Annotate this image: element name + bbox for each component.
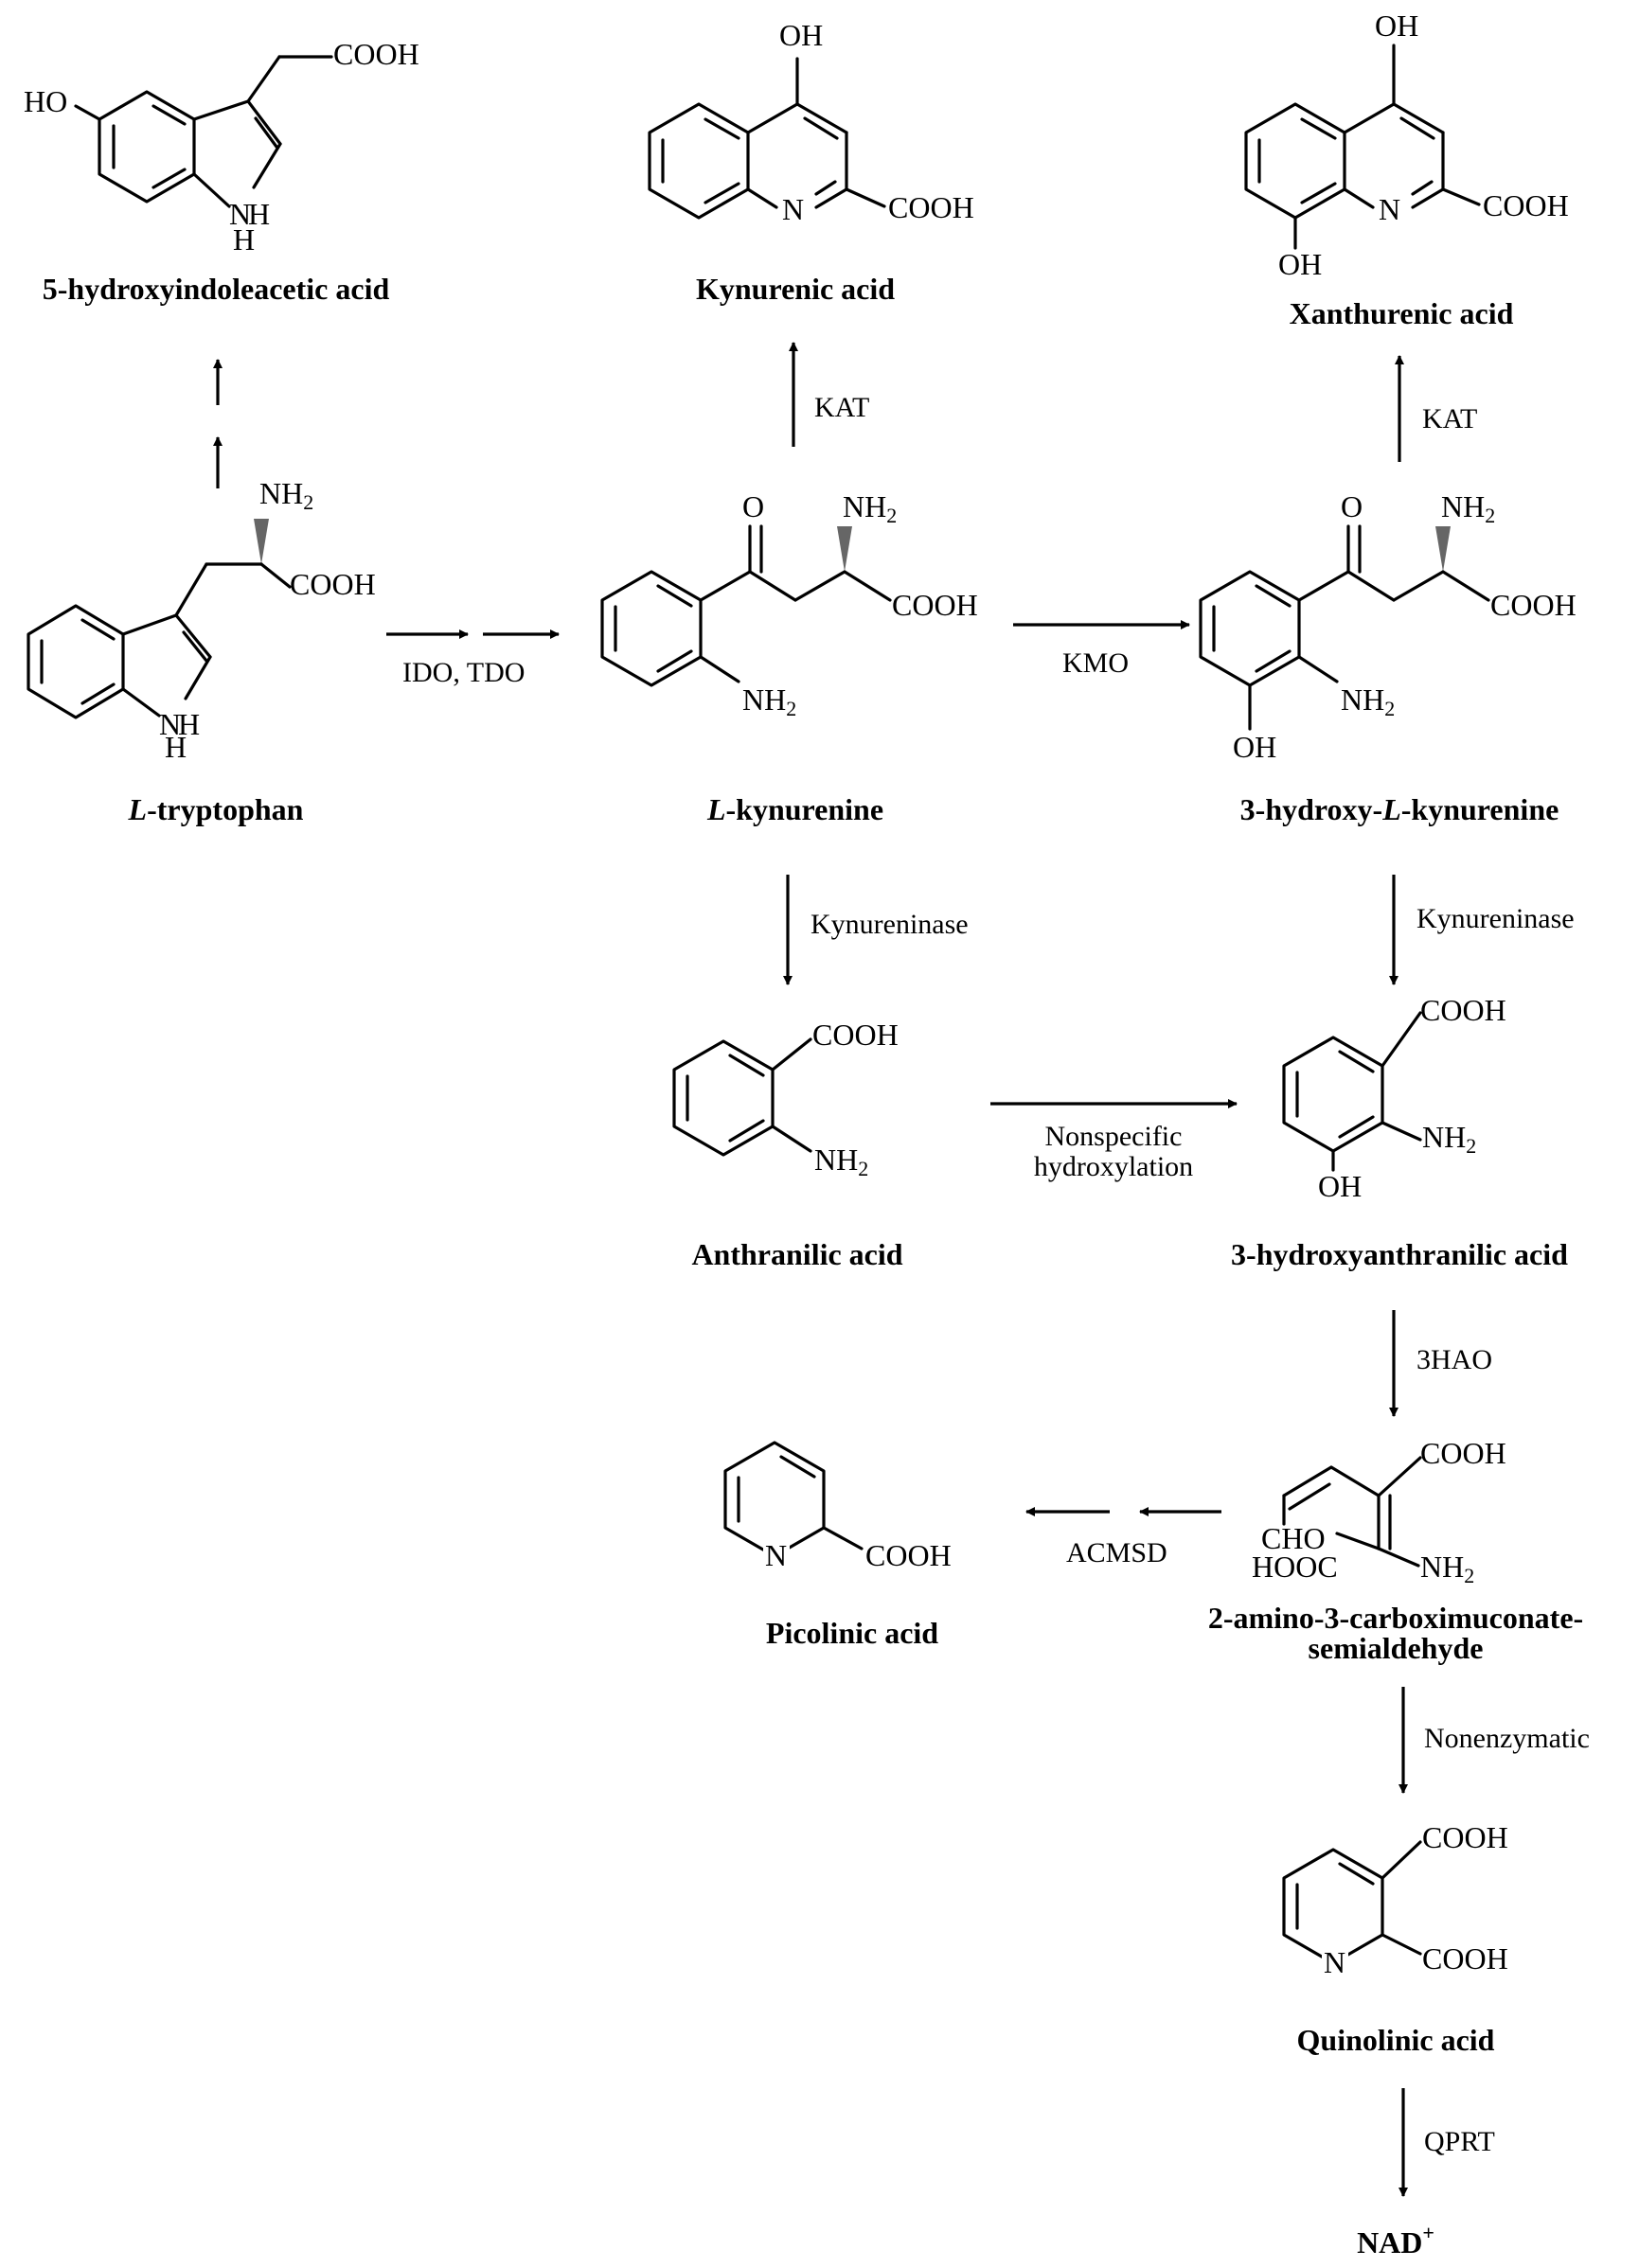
nad-name: NAD+ xyxy=(1357,2221,1434,2259)
xa-cooh-label: COOH xyxy=(1483,188,1569,222)
hiaa-cooh-label: COOH xyxy=(333,37,419,71)
picolinic-name: Picolinic acid xyxy=(766,1616,938,1650)
hiaa-h-label: H xyxy=(248,197,270,231)
trp-h-label: H xyxy=(178,707,200,741)
anthranilic-structure: COOH NH2 xyxy=(672,1018,899,1180)
acms-name-line2: semialdehyde xyxy=(1309,1631,1484,1665)
xa-oh-bottom-label: OH xyxy=(1278,247,1322,281)
acms-structure: COOH CHO HOOC NH2 xyxy=(1252,1436,1506,1587)
hydroxyanthranilic-structure: COOH NH2 OH xyxy=(1282,993,1506,1203)
tryptophan-structure: NH2 COOH N H H xyxy=(27,476,376,764)
kyna-oh-label: OH xyxy=(779,18,823,52)
enzyme-kat-left: KAT xyxy=(814,392,869,423)
picolinic-structure: N COOH xyxy=(723,1441,952,1572)
quinolinic-name: Quinolinic acid xyxy=(1297,2023,1495,2057)
enzyme-kynureninase-right: Kynureninase xyxy=(1416,903,1575,934)
acms-nh2-label: NH2 xyxy=(1420,1550,1474,1587)
kyna-cooh-label: COOH xyxy=(888,190,974,224)
enzyme-nonspecific-2: hydroxylation xyxy=(1034,1151,1193,1182)
haa-cooh-label: COOH xyxy=(1420,993,1506,1027)
trp-nh2-label: NH2 xyxy=(259,476,313,514)
tryptophan-name: L-tryptophan xyxy=(128,792,304,826)
enzyme-nonenzymatic: Nonenzymatic xyxy=(1424,1723,1590,1754)
kynurenic-structure: OH N COOH xyxy=(648,18,974,226)
trp-cooh-label: COOH xyxy=(290,567,376,601)
trp-h2-label: H xyxy=(165,730,187,764)
kyn-nh2-label: NH2 xyxy=(843,489,897,527)
kynurenic-name: Kynurenic acid xyxy=(696,272,895,306)
pic-n-label: N xyxy=(765,1538,787,1572)
pic-cooh-label: COOH xyxy=(865,1538,952,1572)
hk-nh2-ring-label: NH2 xyxy=(1341,682,1395,720)
hiaa-h2-label: H xyxy=(233,222,255,257)
kynurenine-name: L-kynurenine xyxy=(706,792,883,826)
hiaa-structure: COOH HO N H H xyxy=(24,37,419,257)
kynurenine-structure: O NH2 COOH NH2 xyxy=(600,489,978,720)
hk-cooh-label: COOH xyxy=(1490,588,1577,622)
hydroxyanthranilic-name: 3-hydroxyanthranilic acid xyxy=(1231,1237,1568,1271)
trp-n-label: N xyxy=(159,707,181,741)
hiaa-ho-label: HO xyxy=(24,84,67,118)
kyn-nh2-ring-label: NH2 xyxy=(742,682,796,720)
enzyme-3hao: 3HAO xyxy=(1416,1344,1492,1375)
hk-nh2-label: NH2 xyxy=(1441,489,1495,527)
kyna-n-label: N xyxy=(782,192,804,226)
haa-oh-label: OH xyxy=(1318,1169,1362,1203)
kyn-o-label: O xyxy=(742,489,764,523)
enzyme-qprt: QPRT xyxy=(1424,2126,1495,2157)
xanthurenic-name: Xanthurenic acid xyxy=(1290,296,1514,330)
hydroxykynurenine-name: 3-hydroxy-L-kynurenine xyxy=(1240,792,1559,826)
xa-oh-top-label: OH xyxy=(1375,9,1418,43)
quinolinic-structure: N COOH COOH xyxy=(1282,1820,1508,1979)
enzyme-ido-tdo: IDO, TDO xyxy=(402,657,525,688)
aa-nh2-label: NH2 xyxy=(814,1143,868,1180)
acms-hooc-label: HOOC xyxy=(1252,1550,1338,1584)
xanthurenic-structure: OH N COOH OH xyxy=(1244,9,1569,281)
hydroxykynurenine-structure: O NH2 COOH NH2 OH xyxy=(1199,489,1577,764)
aa-cooh-label: COOH xyxy=(812,1018,899,1052)
enzyme-kynureninase-left: Kynureninase xyxy=(811,909,969,940)
kyn-cooh-label: COOH xyxy=(892,588,978,622)
hiaa-name: 5-hydroxyindoleacetic acid xyxy=(43,272,390,306)
acms-cooh-label: COOH xyxy=(1420,1436,1506,1470)
hk-o-label: O xyxy=(1341,489,1363,523)
acms-cho-label: CHO xyxy=(1261,1521,1326,1555)
enzyme-acmsd: ACMSD xyxy=(1066,1537,1167,1568)
quin-n-label: N xyxy=(1324,1945,1345,1979)
haa-nh2-label: NH2 xyxy=(1422,1120,1476,1158)
acms-name-line1: 2-amino-3-carboximuconate- xyxy=(1208,1601,1583,1635)
anthranilic-name: Anthranilic acid xyxy=(691,1237,902,1271)
hiaa-nh-label: N xyxy=(229,197,251,231)
xa-n-label: N xyxy=(1379,192,1400,226)
enzyme-nonspecific-1: Nonspecific xyxy=(1045,1121,1183,1152)
quin-cooh-bottom-label: COOH xyxy=(1422,1941,1508,1976)
hk-oh-label: OH xyxy=(1233,730,1276,764)
quin-cooh-top-label: COOH xyxy=(1422,1820,1508,1854)
enzyme-kmo: KMO xyxy=(1062,647,1129,679)
enzyme-kat-right: KAT xyxy=(1422,403,1477,434)
